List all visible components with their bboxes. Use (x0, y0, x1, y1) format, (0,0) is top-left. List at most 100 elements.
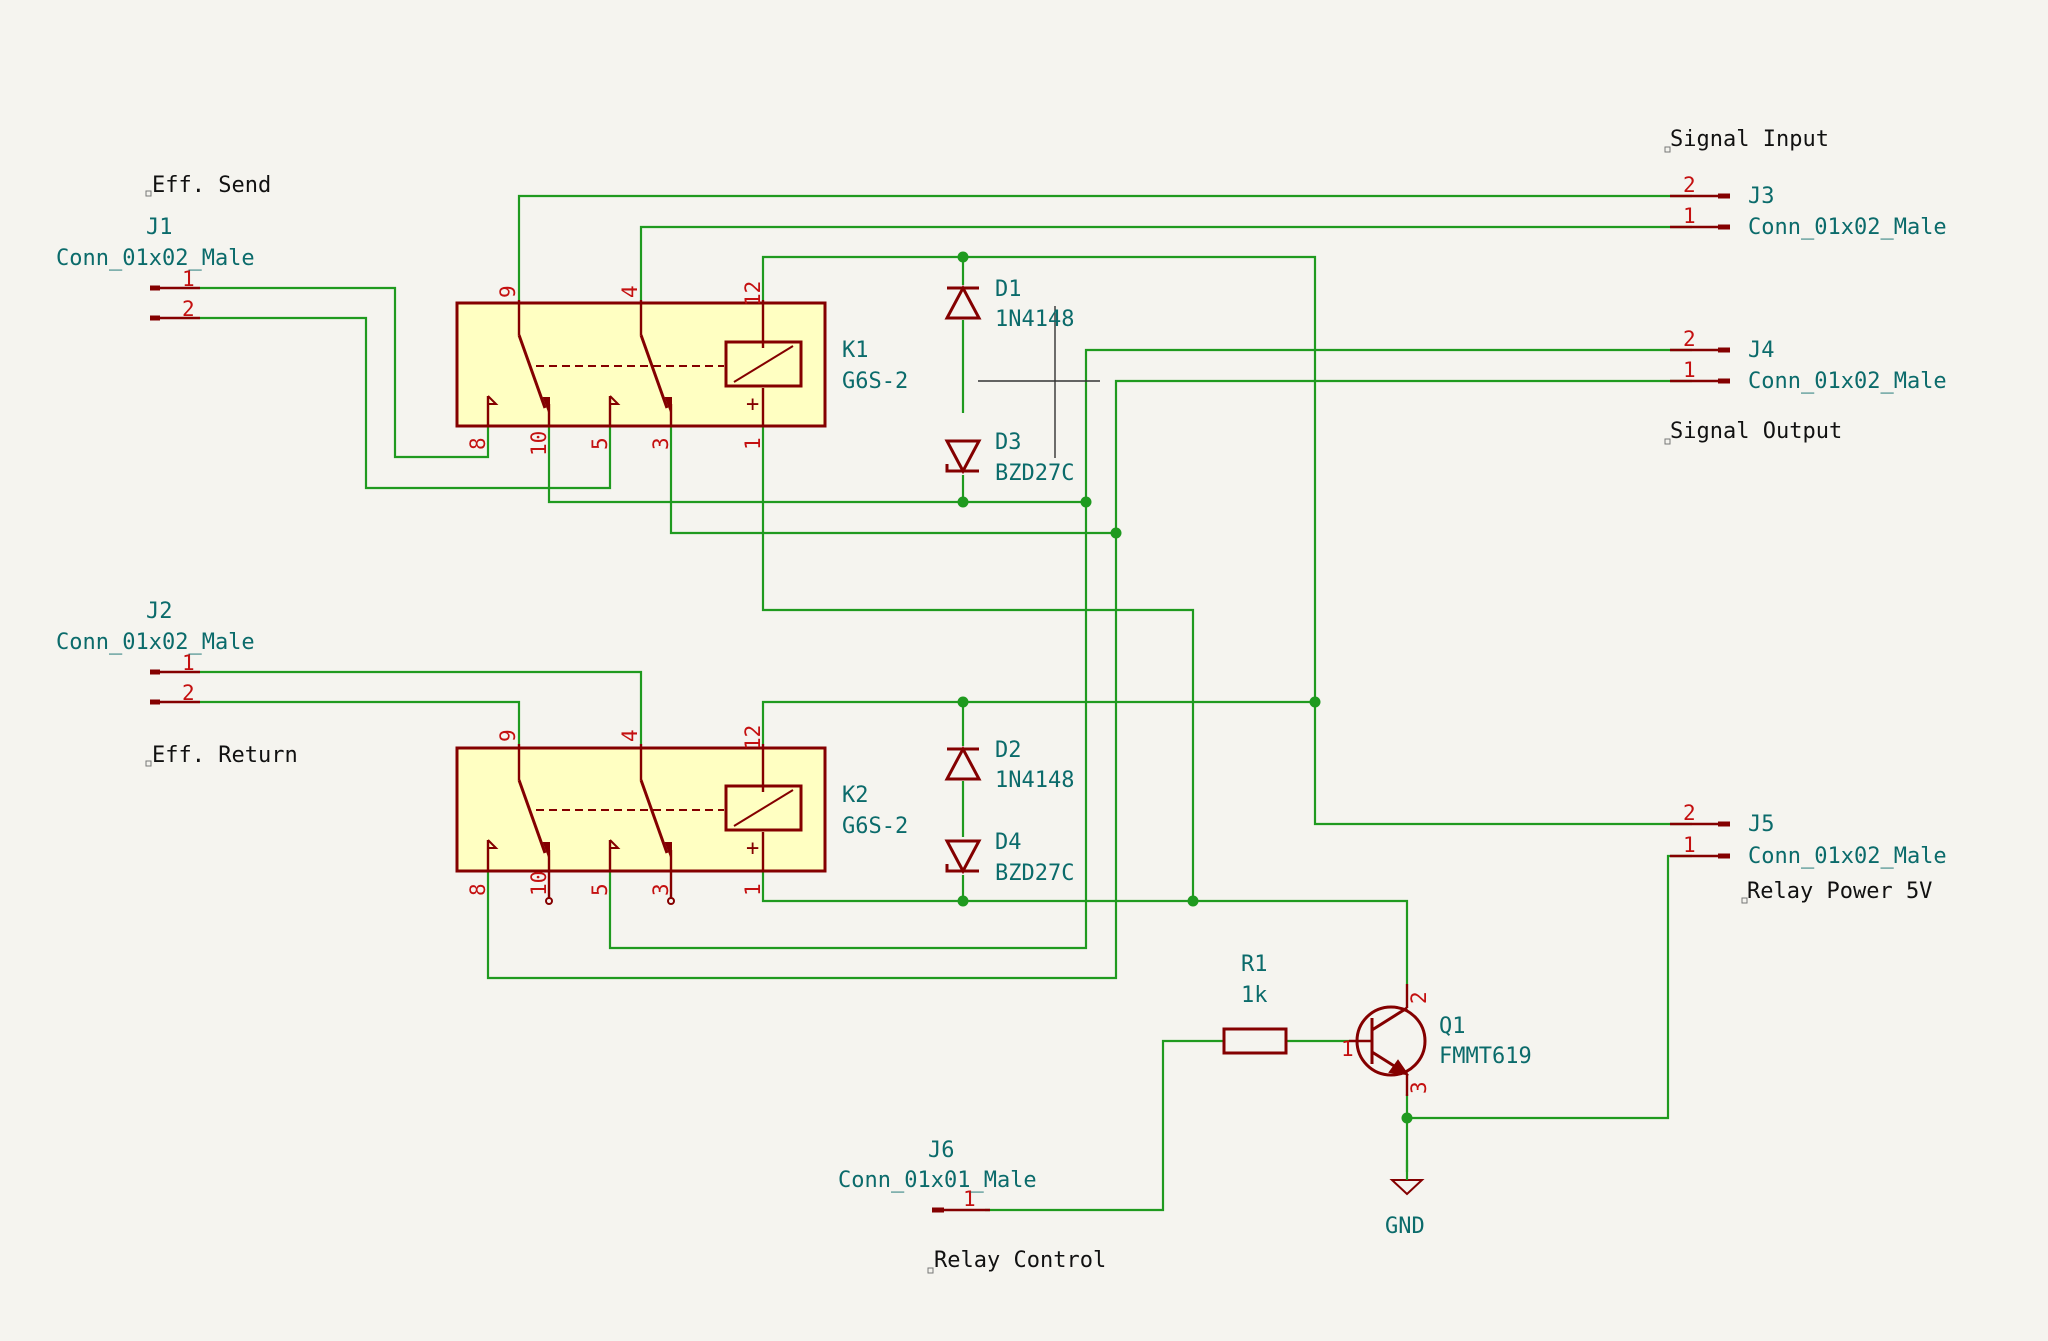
d4-value: BZD27C (995, 861, 1074, 886)
wire-j2-1-k2-4 (200, 670, 643, 744)
junction-d2-top (957, 696, 969, 708)
k1-contact-no-a (542, 397, 550, 413)
q1-pin2-number: 2 (1407, 991, 1431, 1004)
wire-k1-3-bus (669, 424, 1116, 535)
relay-power-label: Relay Power 5V (1747, 879, 1932, 904)
k2-pin4-number: 4 (618, 729, 642, 742)
q1-pin1-number: 1 (1341, 1037, 1354, 1061)
wire-j1-2-k1-5 (200, 316, 612, 490)
j2-value: Conn_01x02_Male (56, 630, 255, 655)
wire-k2-12-rail (761, 700, 1315, 744)
wire-j4-1-bus (486, 379, 1692, 980)
j5-pin1-number: 1 (1683, 833, 1696, 857)
k2-coil-plus: + (746, 836, 759, 861)
j5-value: Conn_01x02_Male (1748, 844, 1947, 869)
k2-pin3-number: 3 (649, 883, 673, 896)
k2-pin9-number: 9 (496, 729, 520, 742)
j2-pin2-number: 2 (182, 681, 195, 705)
wire-k1-12-rail (761, 255, 1692, 826)
k1-pin10-number: 10 (527, 431, 551, 456)
k1-coil-slash (733, 345, 794, 383)
k1-pin5-number: 5 (588, 437, 612, 450)
j1-pin2-number: 2 (182, 297, 195, 321)
transistor-q1: 1 2 3 Q1 FMMT619 (1341, 984, 1532, 1096)
relay-power-marker (1741, 897, 1748, 904)
j6-ref: J6 (928, 1138, 955, 1163)
j4-pin2-number: 2 (1683, 327, 1696, 351)
d2-ref: D2 (995, 738, 1022, 763)
k1-value: G6S-2 (842, 369, 908, 394)
junction-bus-b (1110, 527, 1122, 539)
q1-collector (1371, 1006, 1408, 1032)
ground-symbol: GND (1385, 1160, 1425, 1239)
j5-pin2-number: 2 (1683, 801, 1696, 825)
k2-pin3-unconnected (667, 897, 675, 905)
r1-ref: R1 (1241, 952, 1268, 977)
k2-switch-arm-b (639, 779, 669, 854)
junction-bus-a (1080, 496, 1092, 508)
j1-value: Conn_01x02_Male (56, 246, 255, 271)
wire-k1-1-coil (761, 424, 1195, 901)
q1-emitter-arrow (1388, 1059, 1410, 1076)
k1-contact-no-b (664, 397, 672, 413)
d4-zener-bar (945, 864, 979, 873)
d3-ref: D3 (995, 430, 1022, 455)
connector-j5: 2 1 J5 Conn_01x02_Male (1670, 801, 1947, 869)
relay-control-marker (927, 1267, 934, 1274)
k2-ref: K2 (842, 783, 869, 808)
junction-d1-top (957, 251, 969, 263)
junctions (957, 251, 1413, 1124)
wire-j3-2-k1-9 (517, 194, 1692, 300)
connector-j6: 1 J6 Conn_01x01_Male (838, 1138, 1037, 1213)
junction-coil-return (1187, 895, 1199, 907)
junction-d3-bottom (957, 496, 969, 508)
k1-contact-nc-b (609, 395, 621, 405)
signal-output-marker (1664, 438, 1671, 445)
j6-value: Conn_01x01_Male (838, 1168, 1037, 1193)
j4-ref: J4 (1748, 338, 1775, 363)
k1-coil (724, 340, 803, 388)
j3-ref: J3 (1748, 184, 1775, 209)
k1-pin12-number: 12 (741, 281, 765, 306)
wire-k1-10-bus (547, 424, 1086, 504)
k2-pin10-number: 10 (527, 871, 551, 896)
q1-pin3-number: 3 (1407, 1081, 1431, 1094)
r1-body (1222, 1027, 1288, 1055)
diode-d1: D1 1N4148 (944, 277, 1074, 332)
q1-ref: Q1 (1439, 1014, 1466, 1039)
junction-power-rail (1309, 696, 1321, 708)
k2-coil (724, 784, 803, 832)
k1-pin9-number: 9 (496, 285, 520, 298)
d4-ref: D4 (995, 830, 1022, 855)
diode-d4: D4 BZD27C (944, 830, 1074, 886)
j5-ref: J5 (1748, 812, 1775, 837)
j1-pin1-number: 1 (182, 267, 195, 291)
k1-pin1-number: 1 (741, 437, 765, 450)
gnd-triangle (1389, 1179, 1425, 1196)
d1-value: 1N4148 (995, 307, 1074, 332)
d3-zener-bar (945, 464, 979, 473)
k2-contact-no-b (664, 842, 672, 858)
k2-contact-nc-a (487, 839, 499, 849)
signal-output-label: Signal Output (1670, 419, 1842, 444)
wire-j3-1-k1-4 (639, 225, 1692, 300)
d2-value: 1N4148 (995, 768, 1074, 793)
j3-value: Conn_01x02_Male (1748, 215, 1947, 240)
wire-j1-1-k1-8 (200, 286, 490, 459)
d4-triangle (944, 839, 982, 875)
junction-d4-bottom (957, 895, 969, 907)
j2-pin1-number: 1 (182, 651, 195, 675)
k2-switch-arm-a (517, 779, 547, 854)
wire-gnd-j5-1 (1407, 854, 1692, 1120)
d2-triangle (944, 745, 982, 781)
connector-j3: 2 1 J3 Conn_01x02_Male (1670, 173, 1947, 240)
k2-contact-no-a (542, 842, 550, 858)
k2-coil-slash (733, 789, 794, 827)
wire-k2-1-collector (761, 870, 1409, 984)
q1-value: FMMT619 (1439, 1044, 1532, 1069)
relay-control-label: Relay Control (934, 1248, 1106, 1273)
j3-pin1-number: 1 (1683, 204, 1696, 228)
j3-pin2-number: 2 (1683, 173, 1696, 197)
k2-pin12-number: 12 (741, 725, 765, 750)
